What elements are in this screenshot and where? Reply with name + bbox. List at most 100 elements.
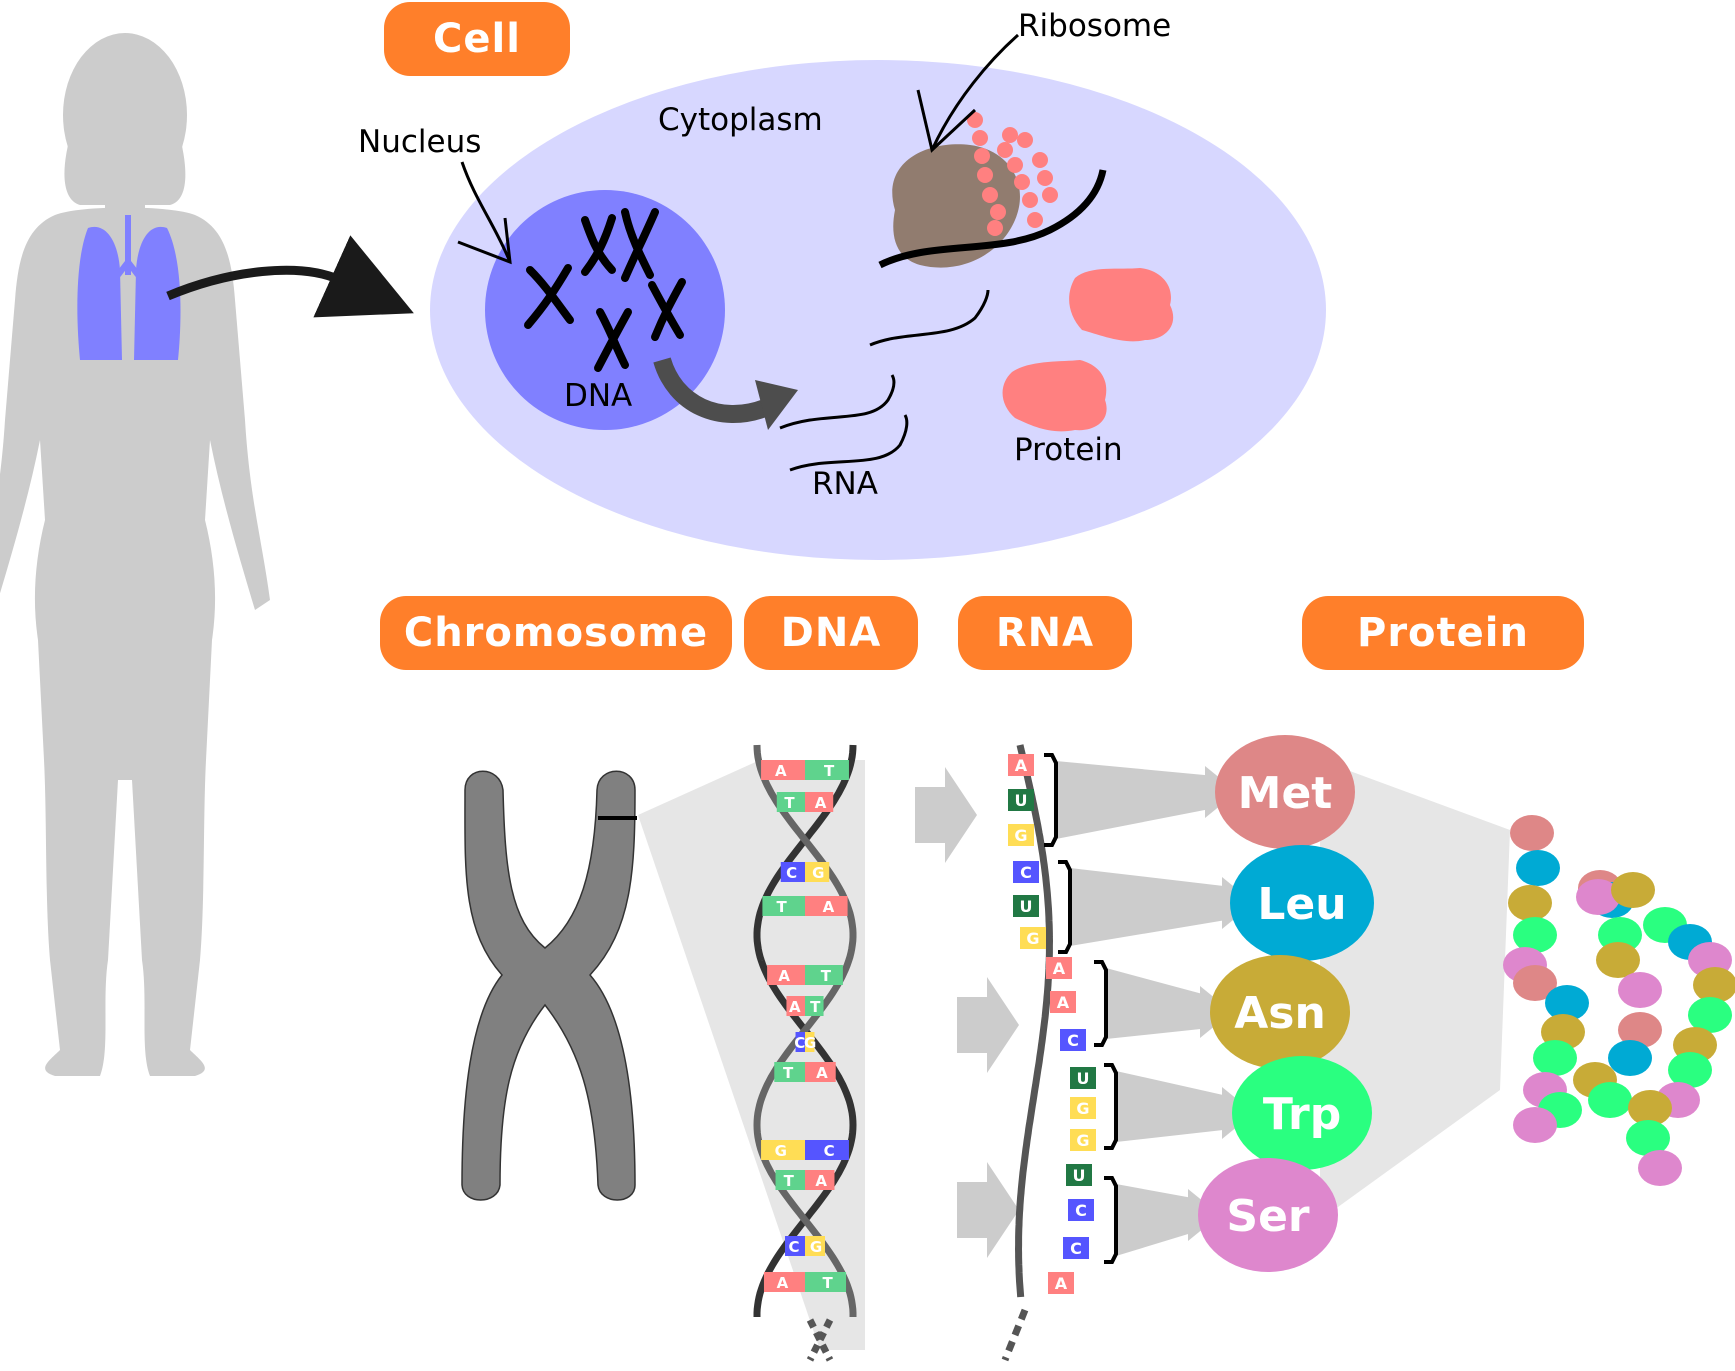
amino-acid-met: Met xyxy=(1215,735,1355,849)
amino-acid-bead xyxy=(1215,735,1355,849)
chromosome xyxy=(461,770,636,1201)
flow-arrows xyxy=(915,767,1019,1258)
cell-heading: Cell xyxy=(384,2,570,76)
rna-base-letter: A xyxy=(1055,1274,1068,1293)
ribosome-pointer-head xyxy=(916,89,977,153)
base-letter: C xyxy=(794,1034,805,1052)
rna-base-box xyxy=(1020,927,1046,949)
translation-funnel xyxy=(1116,1071,1232,1142)
rna-base-box xyxy=(1050,991,1076,1013)
base-letter: T xyxy=(784,794,795,812)
rna-base-box xyxy=(1066,1164,1092,1186)
base-right xyxy=(805,996,824,1016)
rna-base: C xyxy=(1060,1029,1086,1051)
codon xyxy=(1058,860,1254,954)
translation-funnel xyxy=(1056,761,1215,839)
protein-bead xyxy=(1626,1120,1670,1156)
base-letter: T xyxy=(824,762,835,780)
base-left xyxy=(774,1062,805,1082)
rna-base-box xyxy=(1048,1272,1074,1294)
lungs xyxy=(77,215,181,360)
base-right xyxy=(805,1170,835,1190)
rna-base-letter: U xyxy=(1073,1166,1086,1185)
chromosome-zoom-funnel xyxy=(638,760,865,1350)
base-right xyxy=(805,896,848,916)
base-left xyxy=(786,996,805,1016)
translation-funnel xyxy=(1070,868,1232,946)
ribosome xyxy=(878,112,1107,269)
folded-protein xyxy=(1503,815,1735,1186)
rna-base-box xyxy=(1008,754,1034,776)
rna-backbone xyxy=(1014,744,1054,1298)
nucleus-pointer-head xyxy=(457,217,512,265)
protein-bead xyxy=(1545,985,1589,1021)
rna-base-box xyxy=(1070,1067,1096,1089)
nucleus-label: Nucleus xyxy=(358,124,482,160)
rna-base-letter: G xyxy=(1076,1099,1089,1118)
dna-to-rna-arrow-head xyxy=(755,380,798,430)
protein-bead xyxy=(1611,872,1655,908)
protein-bead xyxy=(1596,942,1640,978)
codon-bracket xyxy=(1094,960,1108,1047)
rna-base: A xyxy=(1046,957,1072,979)
amino-acid-ser: Ser xyxy=(1198,1158,1338,1272)
base-left xyxy=(761,760,805,780)
rna-base-box xyxy=(1013,861,1039,883)
protein-bead xyxy=(1513,965,1557,1001)
amino-acid-bead xyxy=(1198,1158,1338,1272)
protein-bead xyxy=(1618,972,1662,1008)
rna-base-box xyxy=(1070,1129,1096,1151)
rna-base: A xyxy=(1048,1272,1074,1294)
base-letter: C xyxy=(786,864,797,882)
rna-base-box xyxy=(1063,1237,1089,1259)
mrna-strands xyxy=(779,289,990,472)
rna-base: A xyxy=(1050,991,1076,1013)
protein-bead xyxy=(1638,1150,1682,1186)
dna-heading: DNA xyxy=(744,596,918,670)
dna-to-rna-arrow xyxy=(653,357,769,423)
protein-bead xyxy=(1533,1040,1577,1076)
amino-acid-label: Met xyxy=(1238,768,1333,819)
amino-acid-leu: Leu xyxy=(1230,845,1374,961)
rna-base-box xyxy=(1060,1029,1086,1051)
protein-bead xyxy=(1513,1107,1557,1143)
rna-base-letter: U xyxy=(1077,1069,1090,1088)
protein-bead xyxy=(1688,997,1732,1033)
transcription-arrow xyxy=(957,977,1019,1073)
nucleus-pointer xyxy=(460,161,512,263)
protein-bead xyxy=(1608,1040,1652,1076)
base-letter: G xyxy=(810,1238,822,1256)
nucleus-chromosomes xyxy=(524,208,686,372)
base-right xyxy=(805,1140,849,1160)
amino-acid-trp: Trp xyxy=(1232,1056,1372,1170)
rna-base-box xyxy=(1070,1097,1096,1119)
protein-bead xyxy=(1618,1012,1662,1048)
dna-tail xyxy=(806,1318,834,1362)
base-right xyxy=(805,1032,815,1052)
rna-base-box xyxy=(1046,957,1072,979)
base-letter: T xyxy=(784,1172,795,1190)
base-right xyxy=(805,792,834,812)
rna-base-box xyxy=(1013,895,1039,917)
translation-funnel xyxy=(1106,968,1210,1039)
cytoplasm-label: Cytoplasm xyxy=(658,102,823,138)
rna-base: C xyxy=(1063,1237,1089,1259)
base-letter: A xyxy=(815,794,827,812)
codon xyxy=(1104,1063,1254,1150)
rna-base-box xyxy=(1008,789,1034,811)
protein-bead xyxy=(1693,967,1735,1003)
amino-acid-bead xyxy=(1230,845,1374,961)
rna-base-letter: C xyxy=(1070,1239,1082,1258)
translation-funnel xyxy=(1116,1184,1198,1256)
protein-bead xyxy=(1628,1090,1672,1126)
